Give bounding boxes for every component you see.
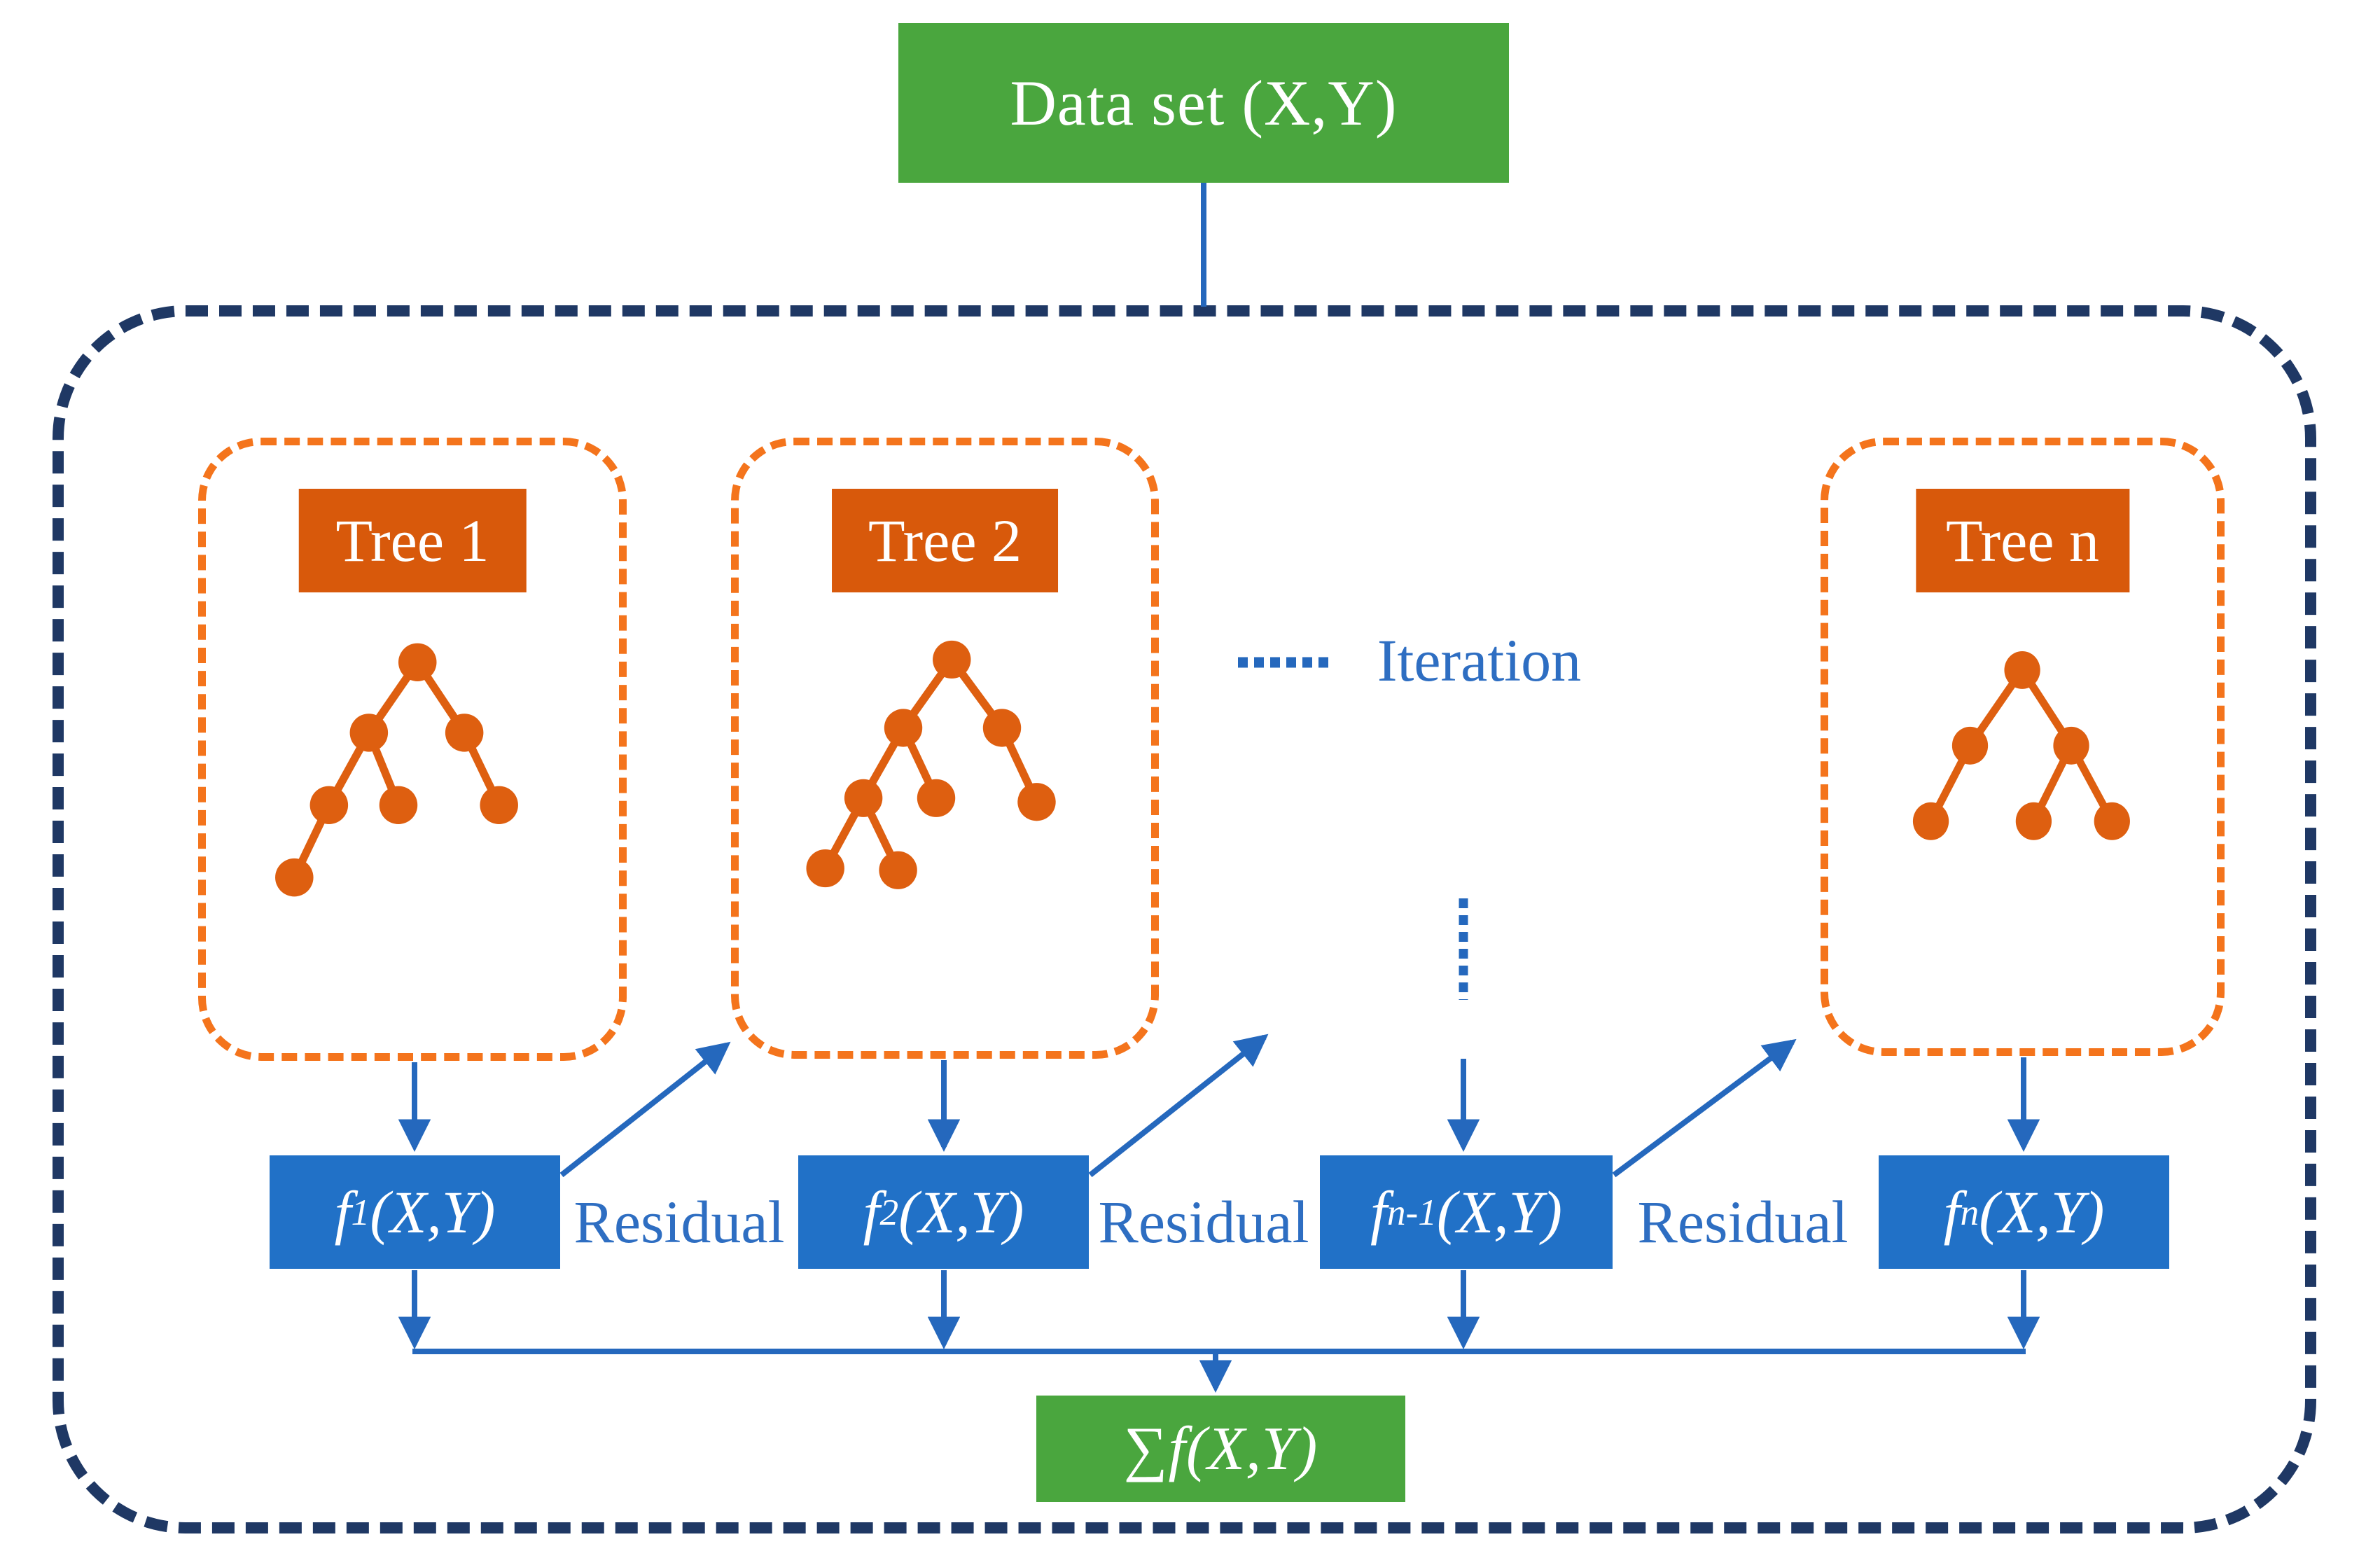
residual-label-2-text: Residual bbox=[1098, 1188, 1309, 1256]
tree-1-graph-icon bbox=[275, 643, 519, 897]
tree-2-panel: Tree 2 bbox=[731, 438, 1159, 1059]
boosting-ensemble-boundary bbox=[53, 305, 2316, 1533]
residual-label-1-text: Residual bbox=[573, 1188, 785, 1256]
tree-2-graph-icon bbox=[806, 640, 1056, 890]
tree-1-label: Tree 1 bbox=[335, 507, 489, 574]
f2-base: f bbox=[863, 1178, 880, 1246]
sum-f: f bbox=[1168, 1414, 1186, 1483]
tree-n-header: Tree n bbox=[1915, 489, 2130, 592]
iteration-label: Iteration bbox=[1358, 625, 1600, 695]
arrow-residual-3 bbox=[1612, 1038, 1797, 1178]
sum-args: (X,Y) bbox=[1185, 1414, 1318, 1483]
dataset-box-label: Data set (X,Y) bbox=[1010, 67, 1398, 139]
tree-1-header: Tree 1 bbox=[298, 489, 527, 592]
tree-n-graph-icon bbox=[1913, 651, 2131, 840]
fn-base: f bbox=[1943, 1178, 1961, 1246]
iteration-label-text: Iteration bbox=[1377, 627, 1582, 694]
tree-1-panel: Tree 1 bbox=[198, 438, 627, 1061]
fn-args: (X,Y) bbox=[1979, 1178, 2105, 1246]
arrow-residual-2 bbox=[1088, 1034, 1269, 1178]
tree-n-panel: Tree n bbox=[1821, 438, 2225, 1056]
f2-args: (X,Y) bbox=[898, 1178, 1024, 1246]
f1-args: (X,Y) bbox=[370, 1178, 496, 1246]
residual-label-1: Residual bbox=[557, 1187, 802, 1257]
tree-2-label: Tree 2 bbox=[868, 507, 1022, 574]
tree-2-header: Tree 2 bbox=[831, 489, 1059, 592]
sum-box: ∑f (X,Y) bbox=[1036, 1396, 1405, 1502]
residual-label-3: Residual bbox=[1620, 1187, 1865, 1257]
tree-n-label: Tree n bbox=[1946, 507, 2099, 574]
arrow-residual-1 bbox=[559, 1041, 731, 1178]
residual-label-3-text: Residual bbox=[1637, 1188, 1849, 1256]
sum-sigma: ∑ bbox=[1123, 1414, 1169, 1483]
dataset-box: Data set (X,Y) bbox=[898, 23, 1509, 183]
fn-1-base: f bbox=[1370, 1178, 1387, 1246]
fn-1-args: (X,Y) bbox=[1436, 1178, 1563, 1246]
f1-base: f bbox=[334, 1178, 352, 1246]
residual-label-2: Residual bbox=[1081, 1187, 1326, 1257]
